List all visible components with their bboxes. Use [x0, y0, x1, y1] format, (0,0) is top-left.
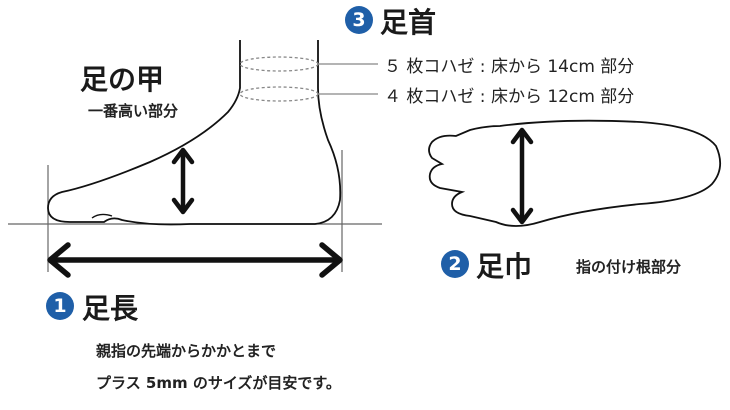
- ankle-5-hook-label: ５ 枚コハゼ : 床から 14cm 部分: [384, 57, 635, 77]
- length-title: 足長: [82, 292, 139, 325]
- ankle-ring-lower: [239, 86, 319, 102]
- ankle-4-hook-label: ４ 枚コハゼ : 床から 12cm 部分: [384, 87, 635, 107]
- length-description-line-2: プラス 5mm のサイズが目安です。: [96, 374, 341, 392]
- foot-side-outline: [47, 40, 342, 226]
- toe-crease: [91, 213, 113, 219]
- width-subtitle: 指の付け根部分: [576, 258, 682, 276]
- width-double-arrow-icon: [510, 127, 534, 225]
- length-double-arrow-icon: [47, 242, 343, 278]
- width-number-badge: 2: [441, 250, 469, 278]
- width-title: 足巾: [476, 250, 533, 283]
- length-number-badge: 1: [46, 292, 74, 320]
- instep-subtitle: 一番高い部分: [88, 102, 179, 120]
- foot-sole-outline: [428, 119, 722, 227]
- instep-double-arrow-icon: [171, 147, 195, 215]
- ankle-ring-upper: [239, 56, 319, 72]
- length-description-line-1: 親指の先端からかかとまで: [96, 342, 277, 360]
- ankle-number-badge: 3: [345, 6, 373, 34]
- ankle-title: 足首: [380, 6, 437, 39]
- instep-title: 足の甲: [80, 63, 165, 96]
